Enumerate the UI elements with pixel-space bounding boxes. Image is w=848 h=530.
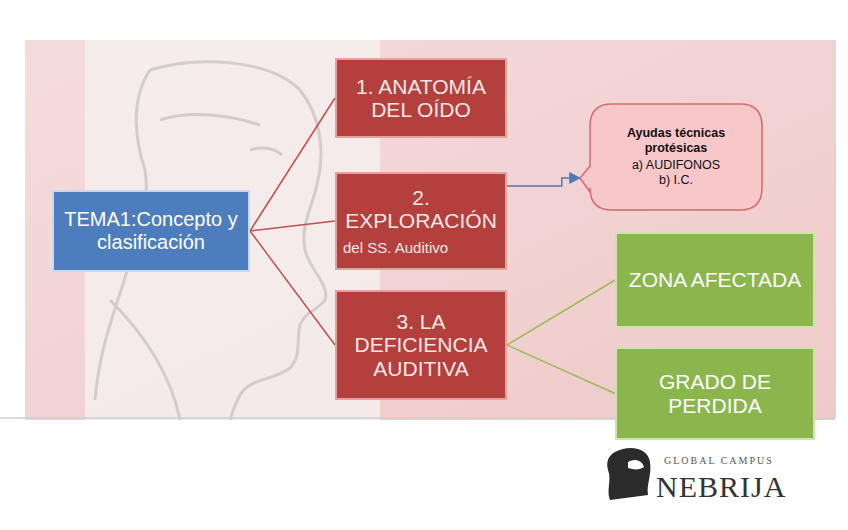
box-text: TEMA1:Concepto y clasificación — [62, 208, 240, 254]
bubble-shape — [580, 104, 762, 210]
connector — [507, 178, 580, 186]
logo-title: NEBRIJA — [656, 470, 786, 504]
box-text: 1. ANATOMÍA DEL OÍDO — [343, 75, 499, 121]
logo-portrait — [607, 448, 650, 500]
connector — [507, 345, 615, 394]
callout-bubble: Ayudas técnicas protésicas a) AUDIFONOSb)… — [590, 104, 762, 210]
connector — [507, 280, 615, 345]
callout-heading: Ayudas técnicas protésicas — [602, 126, 750, 156]
box-text: GRADO DE PERDIDA — [623, 370, 807, 416]
bubble-outline — [590, 104, 762, 210]
connector — [250, 98, 335, 231]
category-box: GRADO DE PERDIDA — [615, 347, 815, 440]
section-box: 2. EXPLORACIÓN del SS. Auditivo — [335, 172, 507, 270]
box-text: 3. LA DEFICIENCIA AUDITIVA — [343, 310, 499, 379]
connector — [250, 221, 335, 231]
topic-box: TEMA1:Concepto y clasificación — [52, 190, 250, 272]
callout-item: a) AUDIFONOS — [632, 158, 720, 173]
connector — [250, 231, 335, 345]
section-subtitle: del SS. Auditivo — [343, 240, 448, 257]
section-box: 3. LA DEFICIENCIA AUDITIVA — [335, 290, 507, 400]
box-text: ZONA AFECTADA — [629, 268, 801, 291]
category-box: ZONA AFECTADA — [615, 232, 815, 328]
logo-subtitle: GLOBAL CAMPUS — [664, 455, 774, 466]
callout-item: b) I.C. — [659, 173, 693, 188]
box-text: 2. EXPLORACIÓN — [343, 186, 499, 232]
section-box: 1. ANATOMÍA DEL OÍDO — [335, 58, 507, 138]
logo-portrait-detail — [628, 460, 644, 469]
